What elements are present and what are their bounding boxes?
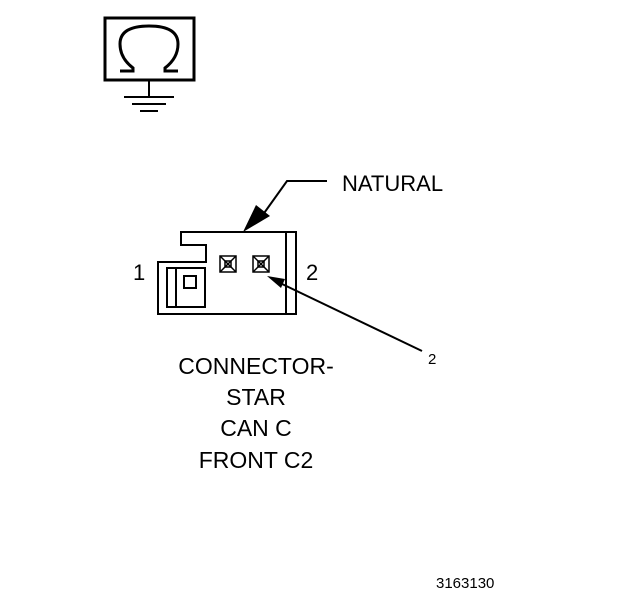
connector-body [157, 231, 297, 315]
pin-2-label: 2 [306, 260, 318, 285]
pin-1-label: 1 [133, 260, 145, 285]
connector-name-line-3: CAN C [220, 415, 292, 441]
terminal-cavity-2 [252, 255, 270, 273]
callout-leader [267, 276, 423, 352]
connector-name-line-1: CONNECTOR- [178, 353, 333, 379]
connector-name-line-4: FRONT C2 [199, 447, 314, 473]
omega-ground-icon [103, 16, 196, 112]
color-label-leader [243, 180, 327, 232]
color-label: NATURAL [342, 171, 443, 196]
connector-name: CONNECTOR- STAR CAN C FRONT C2 [178, 353, 333, 473]
terminal-cavity-1 [219, 255, 237, 273]
figure-id: 3163130 [436, 575, 494, 592]
connector-name-line-2: STAR [226, 384, 286, 410]
callout-number: 2 [428, 351, 436, 368]
